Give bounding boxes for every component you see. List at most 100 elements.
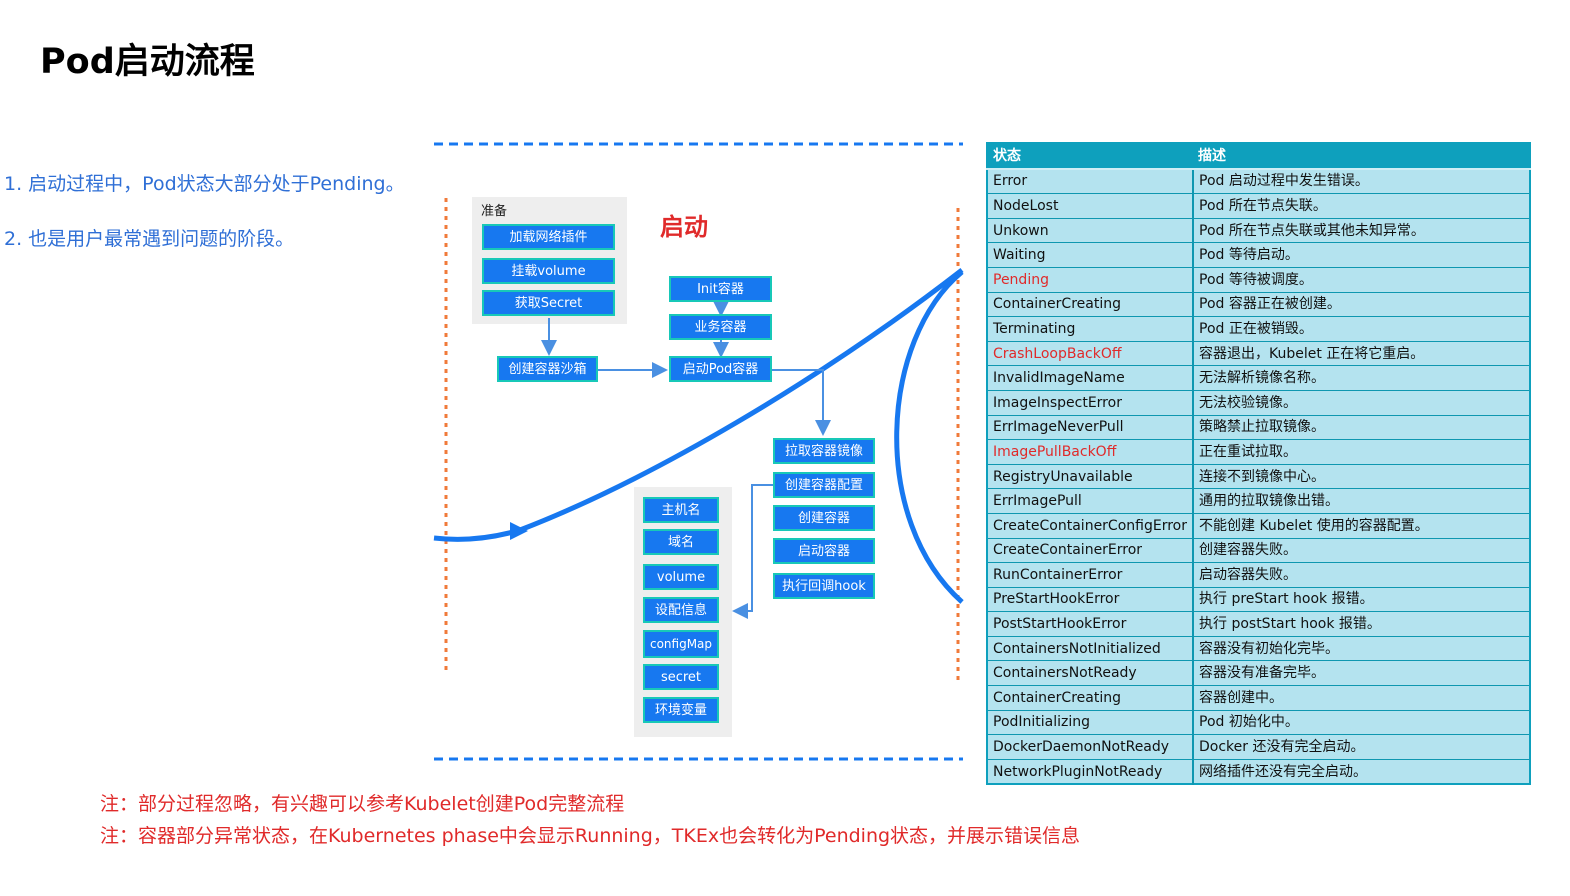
footnote-1: 注：部分过程忽略，有兴趣可以参考Kubelet创建Pod完整流程: [100, 793, 625, 815]
config-hostname: 主机名: [643, 497, 719, 523]
create-container-config-step: 创建容器配置: [773, 472, 875, 498]
start-container-step: 启动容器: [773, 538, 875, 564]
mount-volume-step: 挂载volume: [482, 258, 615, 284]
config-env-vars: 环境变量: [643, 697, 719, 723]
status-cell: ErrImagePull: [987, 488, 1194, 514]
status-cell: DockerDaemonNotReady: [987, 734, 1194, 760]
description-cell: Pod 启动过程中发生错误。: [1193, 168, 1530, 195]
header-status: 状态: [987, 143, 1193, 170]
progress-curve: [433, 268, 964, 542]
status-cell: ErrImageNeverPull: [987, 415, 1194, 441]
description-cell: 连接不到镜像中心。: [1193, 464, 1530, 490]
description-cell: 执行 preStart hook 报错。: [1193, 587, 1530, 613]
description-cell: Pod 容器正在被创建。: [1193, 292, 1530, 318]
description-cell: 创建容器失败。: [1193, 538, 1530, 564]
status-cell: RunContainerError: [987, 562, 1194, 588]
description-cell: Docker 还没有完全启动。: [1193, 734, 1530, 760]
bullet-1: 1. 启动过程中，Pod状态大部分处于Pending。: [4, 173, 405, 195]
pull-image-step: 拉取容器镜像: [773, 438, 875, 464]
status-cell: Waiting: [987, 242, 1194, 268]
description-cell: 执行 postStart hook 报错。: [1193, 611, 1530, 637]
description-cell: 策略禁止拉取镜像。: [1193, 415, 1530, 441]
status-cell: Unkown: [987, 218, 1194, 244]
config-configmap: configMap: [643, 630, 719, 658]
description-cell: 不能创建 Kubelet 使用的容器配置。: [1193, 513, 1530, 539]
status-cell: NetworkPluginNotReady: [987, 759, 1194, 785]
description-cell: 无法校验镜像。: [1193, 390, 1530, 416]
status-cell: Pending: [987, 267, 1194, 293]
config-device-info: 设配信息: [643, 597, 719, 623]
footnote-2: 注：容器部分异常状态，在Kubernetes phase中会显示Running，…: [100, 825, 1081, 847]
description-cell: 正在重试拉取。: [1193, 439, 1530, 465]
start-label: 启动: [660, 213, 708, 241]
business-container-step: 业务容器: [669, 314, 772, 340]
status-cell: Error: [987, 168, 1194, 195]
description-cell: Pod 正在被销毁。: [1193, 316, 1530, 342]
prepare-label: 准备: [481, 204, 508, 219]
status-cell: CreateContainerConfigError: [987, 513, 1194, 539]
description-cell: Pod 所在节点失联或其他未知异常。: [1193, 218, 1530, 244]
status-cell: ContainersNotInitialized: [987, 636, 1194, 662]
description-cell: Pod 所在节点失联。: [1193, 193, 1530, 219]
description-cell: 容器退出，Kubelet 正在将它重启。: [1193, 341, 1530, 367]
status-cell: PostStartHookError: [987, 611, 1194, 637]
description-cell: 容器创建中。: [1193, 685, 1530, 711]
status-cell: InvalidImageName: [987, 365, 1194, 391]
status-cell: NodeLost: [987, 193, 1194, 219]
load-network-plugin-step: 加载网络插件: [482, 224, 615, 250]
page-title: Pod启动流程: [40, 42, 255, 82]
config-volume: volume: [643, 564, 719, 590]
description-cell: 网络插件还没有完全启动。: [1193, 759, 1530, 785]
status-cell: ContainerCreating: [987, 685, 1194, 711]
config-domain: 域名: [643, 529, 719, 555]
status-cell: ContainersNotReady: [987, 660, 1194, 687]
description-cell: Pod 等待启动。: [1193, 242, 1530, 268]
status-cell: PreStartHookError: [987, 587, 1194, 613]
config-secret: secret: [643, 664, 719, 690]
fetch-secret-step: 获取Secret: [482, 290, 615, 316]
exec-hook-step: 执行回调hook: [773, 573, 875, 599]
return-curve: [894, 270, 964, 604]
bullet-2: 2. 也是用户最常遇到问题的阶段。: [4, 228, 295, 250]
header-description: 描述: [1193, 143, 1530, 170]
description-cell: 容器没有准备完毕。: [1193, 660, 1530, 687]
status-cell: RegistryUnavailable: [987, 464, 1194, 490]
start-pod-containers-step: 启动Pod容器: [669, 356, 772, 382]
description-cell: Pod 初始化中。: [1193, 710, 1530, 736]
description-cell: 容器没有初始化完毕。: [1193, 636, 1530, 662]
description-cell: Pod 等待被调度。: [1193, 267, 1530, 293]
progress-arrowhead: [510, 522, 528, 540]
create-sandbox-step: 创建容器沙箱: [497, 356, 598, 382]
create-container-step: 创建容器: [773, 505, 875, 531]
status-cell: ImageInspectError: [987, 390, 1194, 416]
status-cell: CreateContainerError: [987, 538, 1194, 564]
status-cell: PodInitializing: [987, 710, 1194, 736]
status-cell: CrashLoopBackOff: [987, 341, 1194, 367]
description-cell: 无法解析镜像名称。: [1193, 365, 1530, 391]
init-container-step: Init容器: [669, 276, 772, 302]
